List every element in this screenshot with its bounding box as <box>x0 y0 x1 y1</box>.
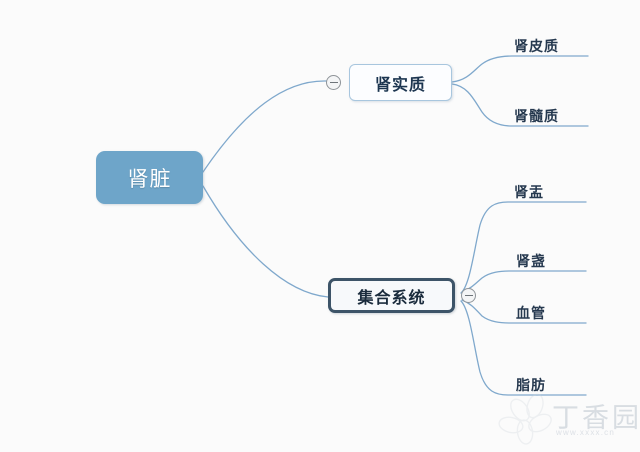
mindmap-leaf-xueguan[interactable]: 血管 <box>516 305 546 321</box>
watermark-url-text: www.xxxx.cn <box>556 428 615 437</box>
collapse-toggle-jihexitong[interactable] <box>461 288 476 303</box>
mindmap-leaf-zhifang[interactable]: 脂肪 <box>516 377 546 393</box>
mindmap-root-node[interactable]: 肾脏 <box>96 151 203 204</box>
mindmap-leaf-shenpizhi[interactable]: 肾皮质 <box>514 38 559 54</box>
watermark-brand-text: 丁香园 <box>552 403 640 433</box>
edge-root-to-shenshizhi <box>202 80 327 173</box>
edge-b2-to-leaf-1 <box>461 270 587 293</box>
mindmap-branch-node-jihexitong[interactable]: 集合系统 <box>328 278 455 313</box>
mindmap-leaf-shenyu[interactable]: 肾盂 <box>514 184 544 200</box>
edge-b1-to-leaf-0 <box>451 55 589 83</box>
branch-node-label: 集合系统 <box>357 289 426 307</box>
edge-root-to-jihexitong <box>202 185 329 298</box>
root-node-label: 肾脏 <box>127 167 172 191</box>
branch-node-label: 肾实质 <box>374 76 426 94</box>
mindmap-leaf-shenzhan[interactable]: 肾盏 <box>516 253 546 269</box>
edge-b2-to-leaf-0 <box>460 201 587 294</box>
mindmap-leaf-shensuizhi[interactable]: 肾髓质 <box>514 108 559 124</box>
flower-logo-icon <box>498 393 552 445</box>
collapse-toggle-shenshizhi[interactable] <box>326 75 341 90</box>
mindmap-branch-node-shenshizhi[interactable]: 肾实质 <box>349 64 452 101</box>
